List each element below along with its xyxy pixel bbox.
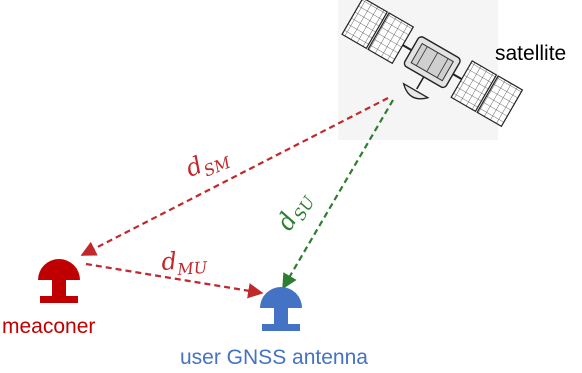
user-antenna-label: user GNSS antenna [180,346,368,369]
user-antenna-icon [260,287,302,331]
link-satellite-meaconer [80,97,389,256]
satellite-label: satellite [495,42,566,65]
meaconer-antenna-icon [38,259,80,303]
label-d-mu: dMU [160,245,208,280]
meaconer-label: meaconer [2,315,95,338]
satellite-icon [338,0,524,140]
label-d-su: dSU [271,186,319,237]
label-d-sm: dSM [182,140,234,186]
link-satellite-user [282,99,394,290]
